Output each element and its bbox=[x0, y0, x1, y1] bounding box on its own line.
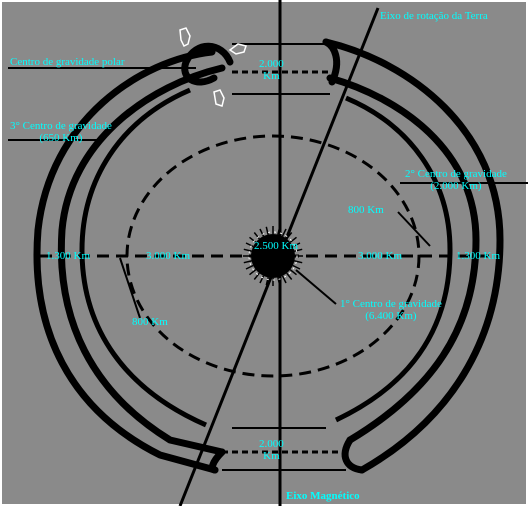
core-label: 2.500 Km bbox=[254, 240, 298, 252]
top-gap-value: 2.000 bbox=[259, 58, 284, 70]
bottom-gap-label: 2.000 Km bbox=[259, 438, 284, 462]
third-center-label-line2: (650 Km) bbox=[10, 132, 112, 144]
top-gap-label: 2.000 Km bbox=[259, 58, 284, 82]
polar-center-label: Centro de gravidade polar bbox=[10, 56, 125, 68]
right-800-label: 800 Km bbox=[348, 204, 384, 216]
top-gap-unit: Km bbox=[259, 70, 284, 82]
rotation-axis-label: Eixo de rotação da Terra bbox=[380, 10, 488, 22]
second-center-label-line1: 2° Centro de gravidade bbox=[405, 168, 507, 180]
third-center-label: 3° Centro de gravidade (650 Km) bbox=[10, 120, 112, 144]
bottom-gap-value: 2.000 bbox=[259, 438, 284, 450]
right-outer-distance-label: 1.300 Km bbox=[456, 250, 500, 262]
second-center-label: 2° Centro de gravidade (2.000 Km) bbox=[405, 168, 507, 192]
magnetic-axis-label: Eixo Magnético bbox=[286, 490, 360, 502]
third-center-label-line1: 3° Centro de gravidade bbox=[10, 120, 112, 132]
first-center-label-line2: (6.400 Km) bbox=[340, 310, 442, 322]
first-center-label-line1: 1° Centro de gravidade bbox=[340, 298, 442, 310]
right-inner-distance-label: 3.000 Km bbox=[358, 250, 402, 262]
left-inner-distance-label: 3.000 Km bbox=[146, 250, 190, 262]
left-outer-distance-label: 1.300 Km bbox=[46, 250, 90, 262]
first-center-label: 1° Centro de gravidade (6.400 Km) bbox=[340, 298, 442, 322]
left-800-label: 800 Km bbox=[132, 316, 168, 328]
second-center-label-line2: (2.000 Km) bbox=[405, 180, 507, 192]
bottom-gap-unit: Km bbox=[259, 450, 284, 462]
